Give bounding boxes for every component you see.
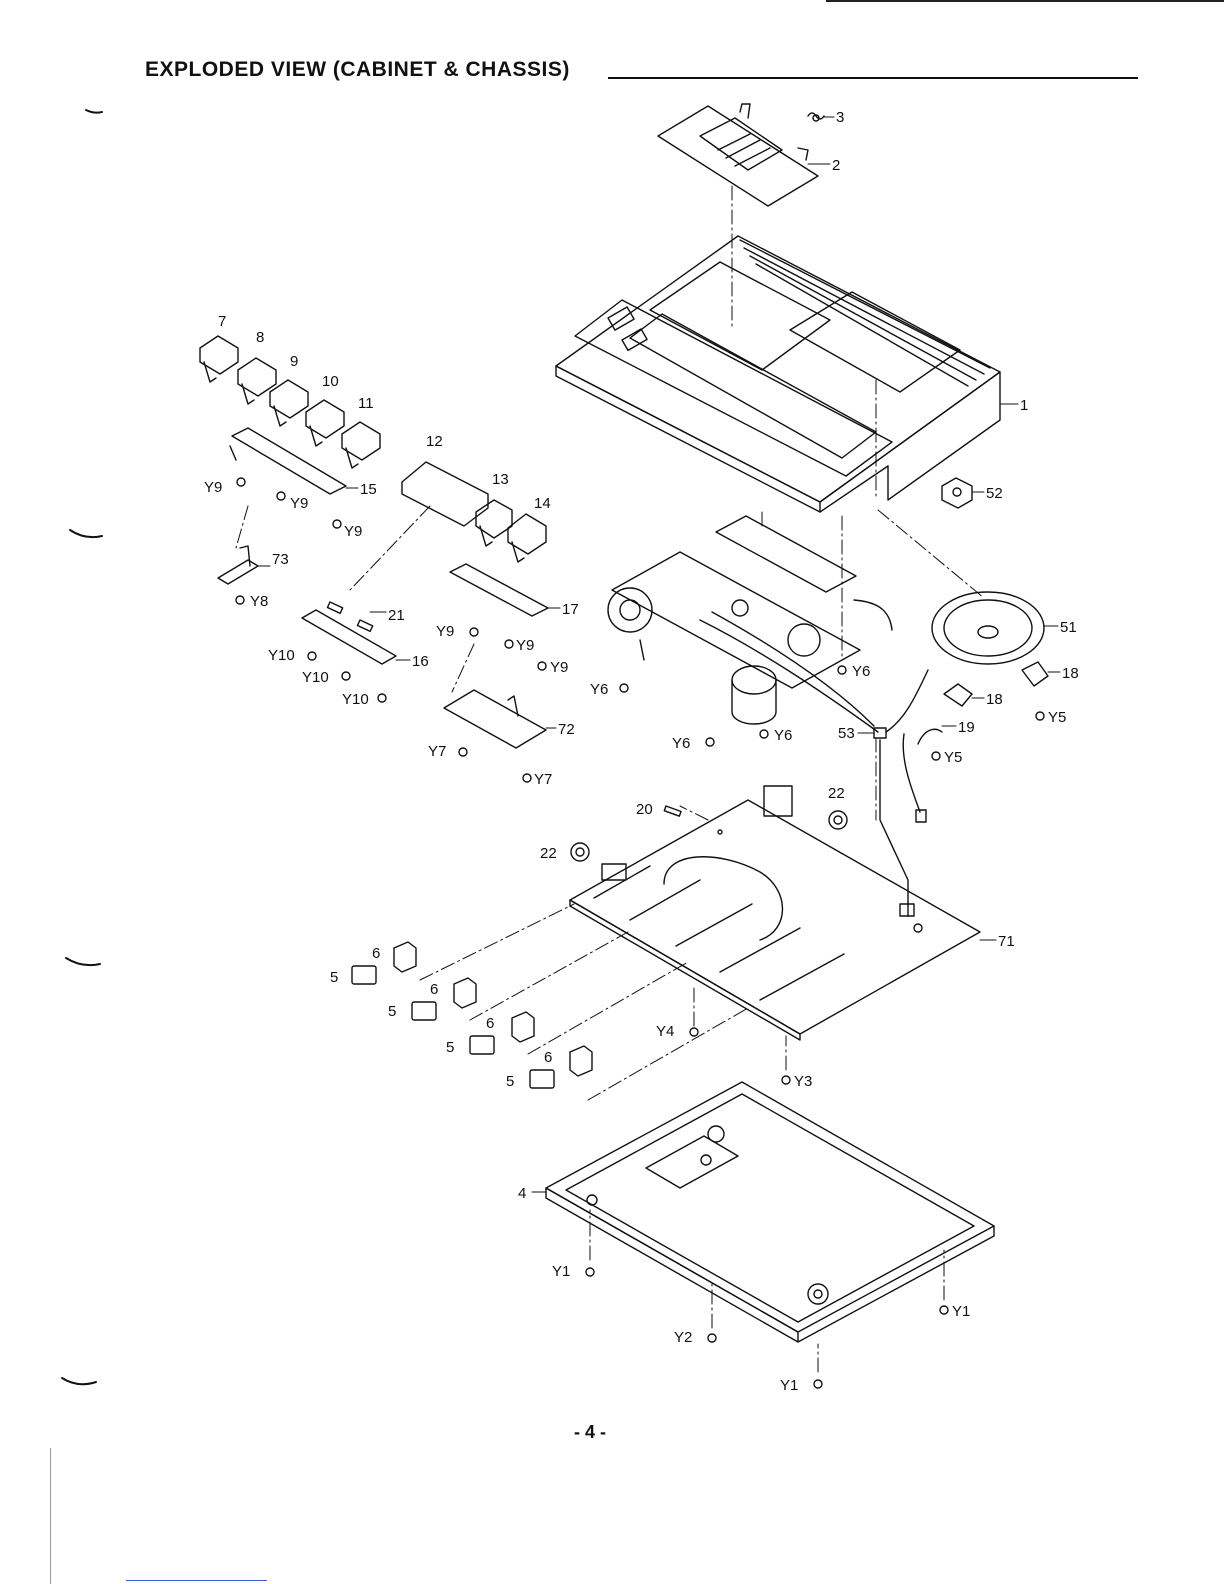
- callout-y6: Y6: [774, 727, 792, 744]
- part-72-board: [444, 690, 546, 748]
- footer-line: [126, 1580, 267, 1581]
- callout-y5: Y5: [944, 749, 962, 766]
- callout-6: 6: [486, 1015, 494, 1032]
- part-17-bracket: [450, 564, 548, 616]
- callout-5: 5: [330, 969, 338, 986]
- callout-10: 10: [322, 373, 339, 390]
- part-1-top-cabinet: [556, 236, 1000, 512]
- callout-8: 8: [256, 329, 264, 346]
- part-2-cassette-lid: [658, 104, 818, 206]
- callout-y9: Y9: [290, 495, 308, 512]
- cassette-mechanism: [608, 516, 892, 732]
- callout-y10: Y10: [342, 691, 369, 708]
- callout-6: 6: [544, 1049, 552, 1066]
- callout-51: 51: [1060, 619, 1077, 636]
- callout-7: 7: [218, 313, 226, 330]
- callout-y9: Y9: [436, 623, 454, 640]
- callout-y9: Y9: [344, 523, 362, 540]
- callout-y3: Y3: [794, 1073, 812, 1090]
- part-20-spacer: [664, 806, 681, 816]
- callout-y1: Y1: [952, 1303, 970, 1320]
- callout-53: 53: [838, 725, 855, 742]
- callout-y1: Y1: [780, 1377, 798, 1394]
- leader-lines: [236, 186, 984, 1372]
- callout-5: 5: [388, 1003, 396, 1020]
- part-22-knobs: [571, 811, 847, 861]
- callout-15: 15: [360, 481, 377, 498]
- callout-y8: Y8: [250, 593, 268, 610]
- callout-71: 71: [998, 933, 1015, 950]
- part-71-main-pcb: [570, 786, 980, 1040]
- callout-6: 6: [430, 981, 438, 998]
- callout-20: 20: [636, 801, 653, 818]
- part-19-clip: [918, 729, 942, 744]
- callout-y7: Y7: [428, 743, 446, 760]
- callout-y5: Y5: [1048, 709, 1066, 726]
- callout-18: 18: [986, 691, 1003, 708]
- callout-16: 16: [412, 653, 429, 670]
- part-4-bottom-cabinet: [546, 1082, 994, 1342]
- part-15-bracket: [230, 428, 346, 494]
- callout-y6: Y6: [672, 735, 690, 752]
- callout-12: 12: [426, 433, 443, 450]
- callout-72: 72: [558, 721, 575, 738]
- callout-y9: Y9: [550, 659, 568, 676]
- callout-5: 5: [446, 1039, 454, 1056]
- callout-73: 73: [272, 551, 289, 568]
- callout-1: 1: [1020, 397, 1028, 414]
- callout-11: 11: [358, 395, 374, 412]
- callout-y10: Y10: [302, 669, 329, 686]
- part-52-jack: [942, 478, 972, 508]
- callout-14: 14: [534, 495, 551, 512]
- part-3-spring: [808, 113, 824, 121]
- callout-3: 3: [836, 109, 844, 126]
- callout-labels: 3 2 1 52 51 18 18 19 53 71 4 7 8 9 10 11…: [204, 109, 1079, 1394]
- binding-edge: [50, 1448, 51, 1584]
- part-73-lever: [218, 546, 258, 584]
- callout-y10: Y10: [268, 647, 295, 664]
- callout-y6: Y6: [590, 681, 608, 698]
- callout-y6: Y6: [852, 663, 870, 680]
- callout-18: 18: [1062, 665, 1079, 682]
- callout-52: 52: [986, 485, 1003, 502]
- callout-4: 4: [518, 1185, 526, 1202]
- callout-y7: Y7: [534, 771, 552, 788]
- callout-y9: Y9: [516, 637, 534, 654]
- callout-y9: Y9: [204, 479, 222, 496]
- part-51-speaker: [932, 592, 1044, 664]
- callout-2: 2: [832, 157, 840, 174]
- callout-21: 21: [388, 607, 405, 624]
- callout-6: 6: [372, 945, 380, 962]
- callout-y4: Y4: [656, 1023, 674, 1040]
- part-53-connector: [874, 670, 928, 916]
- margin-marks: [62, 110, 102, 1384]
- page-number: - 4 -: [574, 1422, 606, 1443]
- callout-y2: Y2: [674, 1329, 692, 1346]
- callout-19: 19: [958, 719, 975, 736]
- callout-17: 17: [562, 601, 579, 618]
- callout-13: 13: [492, 471, 509, 488]
- callout-5: 5: [506, 1073, 514, 1090]
- callout-22: 22: [540, 845, 557, 862]
- callout-22: 22: [828, 785, 845, 802]
- callout-y1: Y1: [552, 1263, 570, 1280]
- callout-9: 9: [290, 353, 298, 370]
- part-21-pads: [327, 602, 372, 631]
